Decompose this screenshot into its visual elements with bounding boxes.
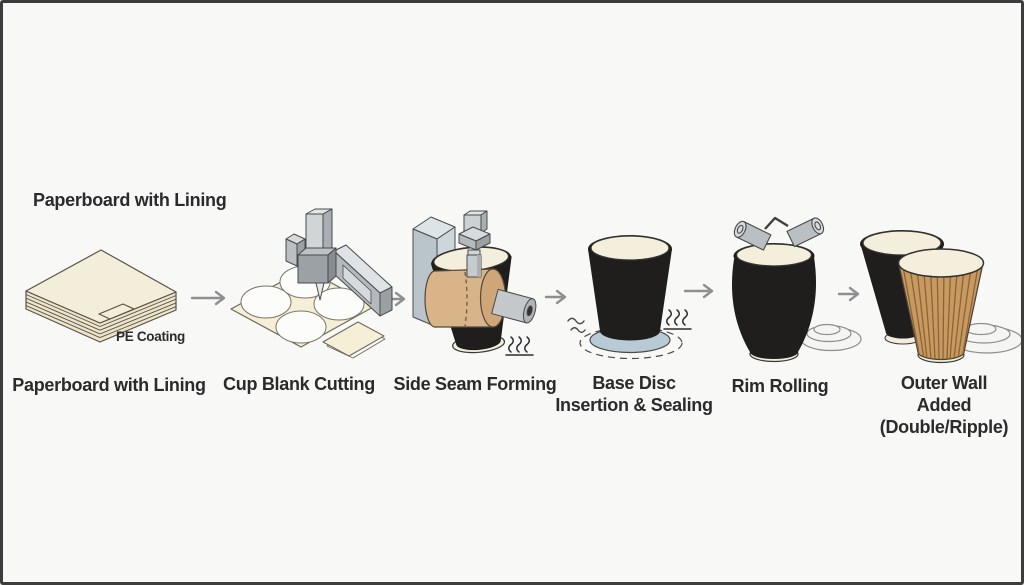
arrow-right-icon [190, 290, 226, 306]
stage-caption-outer-wall: Outer Wall Added (Double/Ripple) [879, 373, 1009, 437]
sealing-dashed-ring [579, 326, 683, 360]
arrow-right-icon [544, 289, 567, 305]
pe-coating-patch [98, 303, 135, 320]
stage-caption-cup-blank-cutting: Cup Blank Cutting [223, 374, 375, 394]
heat-icon [663, 309, 692, 330]
stage-caption-base-disc: Base Disc Insertion & Sealing [555, 373, 713, 415]
base-disc-sealing-illustration [567, 235, 692, 360]
plunger-rod [458, 210, 491, 278]
cutter-needle [315, 282, 325, 301]
seam-sleeve [424, 268, 507, 328]
cup-lid-icon [800, 323, 862, 352]
header-label: Paperboard with Lining [33, 190, 227, 210]
mandrel-rod [491, 288, 537, 324]
pe-coating-label: PE Coating [116, 329, 186, 344]
arrow-right-icon [837, 286, 860, 302]
roller-link [764, 216, 789, 230]
roller-icon [786, 217, 825, 248]
outer-wall-illustration [860, 230, 1021, 364]
stage-caption-rim-rolling: Rim Rolling [731, 376, 829, 396]
roller-icon [733, 220, 772, 251]
cup-blank-cutting-illustration [230, 208, 393, 359]
heat-icon [505, 336, 534, 356]
cutting-machine [285, 208, 393, 317]
arrow-right-icon [683, 283, 714, 299]
cup-lid-icon [951, 322, 1021, 354]
stage-caption-side-seam-forming: Side Seam Forming [393, 374, 557, 394]
rim-rolling-illustration [731, 216, 862, 363]
vibration-waves-icon [567, 317, 586, 333]
paperboard-stack-illustration [25, 249, 177, 343]
stage-caption-paperboard: Paperboard with Lining [12, 375, 206, 395]
ripple-ridges [901, 263, 980, 360]
process-diagram-canvas [25, 208, 1021, 364]
side-seam-forming-illustration [412, 210, 537, 356]
